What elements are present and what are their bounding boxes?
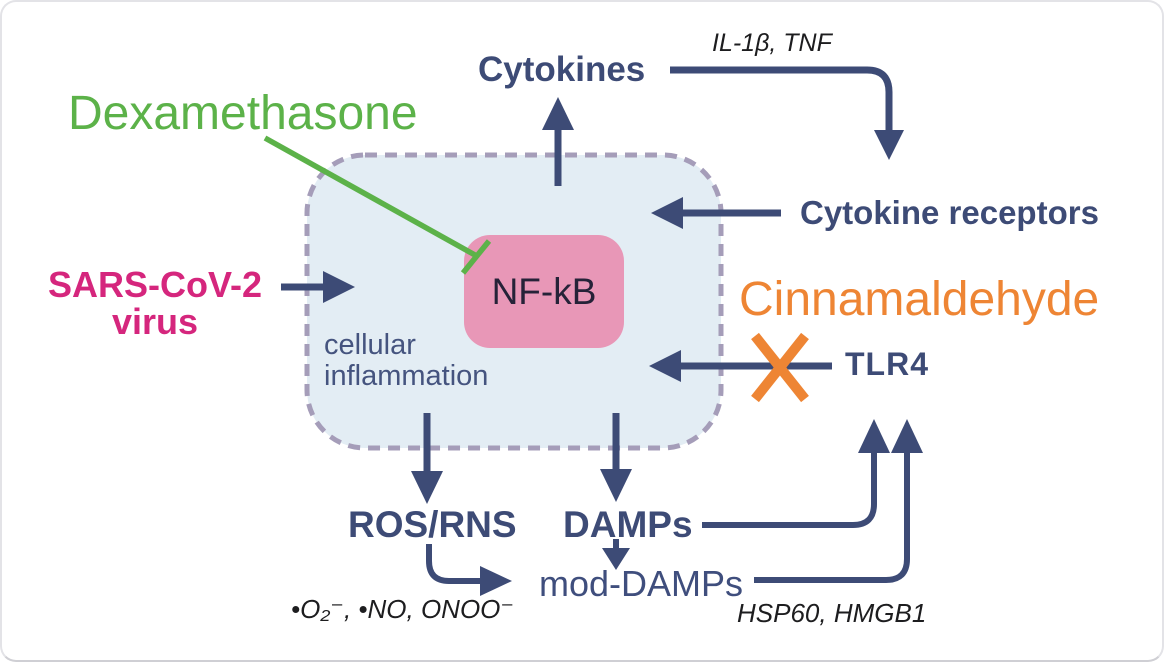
- virus-label-line1: SARS-CoV-2: [47, 264, 263, 305]
- damps-label: DAMPs: [563, 504, 693, 545]
- pathway-arrows: [281, 66, 923, 596]
- cinnamaldehyde-label: Cinnamaldehyde: [739, 273, 1100, 326]
- dexamethasone-label: Dexamethasone: [68, 87, 418, 140]
- block-x-icon: [751, 332, 809, 403]
- inhibitor-line-dexamethasone: [263, 135, 492, 275]
- arrow-virus-into-cell: [281, 271, 355, 303]
- cellular-inflammation-label: cellular inflammation: [324, 329, 489, 393]
- cell-label-line1: cellular: [324, 329, 416, 361]
- ros-rns-label: ROS/RNS: [348, 504, 517, 545]
- cell-label-line2: inflammation: [324, 360, 489, 393]
- arrow-cell-to-damps: [600, 413, 632, 502]
- arrow-cytokines-to-receptors: [670, 66, 904, 160]
- sars-cov-2-virus-label: SARS-CoV-2 virus: [30, 266, 280, 340]
- nfkb-label: NF-kB: [491, 271, 597, 312]
- radical-species-label: •O₂⁻, •NO, ONOO⁻: [291, 594, 515, 624]
- cytokine-receptors-label: Cytokine receptors: [800, 194, 1099, 231]
- arrow-receptors-into-cell: [651, 197, 781, 229]
- cytokine-mediators-label: IL-1β, TNF: [712, 29, 832, 57]
- mod-damps-label: mod-DAMPs: [539, 563, 744, 604]
- arrow-cell-to-rosrns: [411, 413, 443, 504]
- nfkb-node-box: [464, 235, 624, 348]
- virus-label-line2: virus: [111, 301, 199, 343]
- arrow-damps-to-moddamps: [602, 539, 630, 570]
- arrow-tlr4-into-cell: [649, 350, 832, 382]
- tlr4-label: TLR4: [845, 346, 929, 382]
- arrow-rosrns-to-moddamps: [426, 544, 512, 596]
- cytokines-label: Cytokines: [478, 50, 646, 89]
- mod-damp-examples-label: HSP60, HMGB1: [737, 598, 927, 628]
- arrow-damps-to-tlr4: [702, 419, 890, 528]
- arrow-moddamps-to-tlr4: [754, 419, 923, 583]
- arrow-cell-to-cytokines: [542, 97, 574, 186]
